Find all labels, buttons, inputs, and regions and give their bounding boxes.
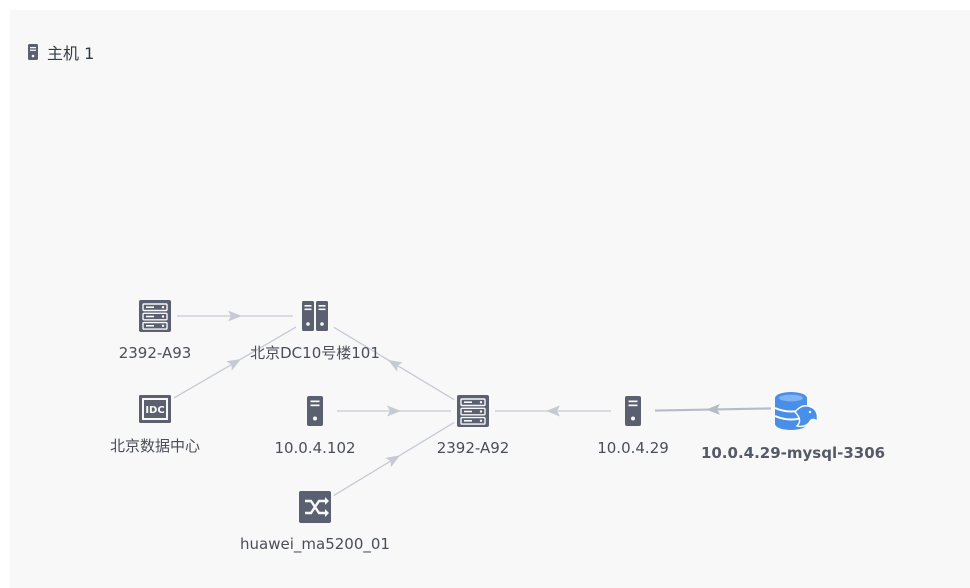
edge-n-2392-a92-to-n-bj-dc10[interactable] bbox=[333, 326, 455, 401]
node-label: 北京DC10号楼101 bbox=[250, 344, 380, 362]
edge-n-mysql-to-n-10-0-4-29[interactable] bbox=[654, 403, 772, 415]
node-bj-dc10[interactable]: 北京DC10号楼101 bbox=[250, 301, 380, 362]
node-label: 10.0.4.29-mysql-3306 bbox=[701, 444, 885, 462]
node-label: 10.0.4.102 bbox=[274, 439, 355, 457]
host-icon bbox=[625, 396, 641, 426]
edge-arrow-icon bbox=[546, 405, 560, 417]
node-mysql[interactable]: 10.0.4.29-mysql-3306 bbox=[701, 392, 885, 462]
node-2392-a92[interactable]: 2392-A92 bbox=[437, 395, 510, 457]
svg-text:IDC: IDC bbox=[145, 405, 164, 416]
twin-server-icon bbox=[302, 301, 328, 331]
node-label: 2392-A92 bbox=[437, 439, 510, 457]
node-label: 北京数据中心 bbox=[110, 437, 200, 455]
mysql-database-icon bbox=[774, 392, 819, 430]
node-label: huawei_ma5200_01 bbox=[240, 535, 390, 554]
legend-label: 主机 1 bbox=[47, 44, 95, 63]
edge-arrow-icon bbox=[706, 403, 721, 415]
edge-arrow-icon bbox=[385, 455, 400, 468]
edge-arrow-icon bbox=[226, 359, 242, 371]
edge-arrow-icon bbox=[228, 310, 242, 322]
node-bj-idc[interactable]: IDC 北京数据中心 bbox=[110, 395, 200, 455]
node-huawei[interactable]: huawei_ma5200_01 bbox=[240, 491, 390, 554]
host-icon bbox=[307, 396, 323, 426]
edge-n-10-0-4-29-to-n-2392-a92[interactable] bbox=[495, 405, 611, 417]
idc-icon: IDC bbox=[139, 395, 171, 423]
rack-server-icon bbox=[457, 395, 489, 427]
legend[interactable]: 主机 1 bbox=[28, 40, 94, 64]
node-label: 2392-A93 bbox=[119, 344, 192, 362]
edge-n-bj-idc-to-n-bj-dc10[interactable] bbox=[173, 326, 297, 399]
edge-arrow-icon bbox=[387, 405, 401, 417]
node-label: 10.0.4.29 bbox=[597, 439, 669, 457]
host-icon bbox=[28, 44, 38, 60]
node-10-0-4-102[interactable]: 10.0.4.102 bbox=[274, 396, 356, 457]
edge-n-10-0-4-102-to-n-2392-a92[interactable] bbox=[337, 405, 451, 417]
node-10-0-4-29[interactable]: 10.0.4.29 bbox=[597, 396, 669, 457]
node-2392-a93[interactable]: 2392-A93 bbox=[119, 300, 192, 362]
switch-icon bbox=[299, 491, 331, 523]
edge-arrow-icon bbox=[388, 359, 403, 372]
edges-layer bbox=[173, 310, 772, 497]
edge-n-2392-a93-to-n-bj-dc10[interactable] bbox=[177, 310, 293, 322]
rack-server-icon bbox=[139, 300, 171, 332]
edge-n-huawei-to-n-2392-a92[interactable] bbox=[333, 421, 455, 497]
